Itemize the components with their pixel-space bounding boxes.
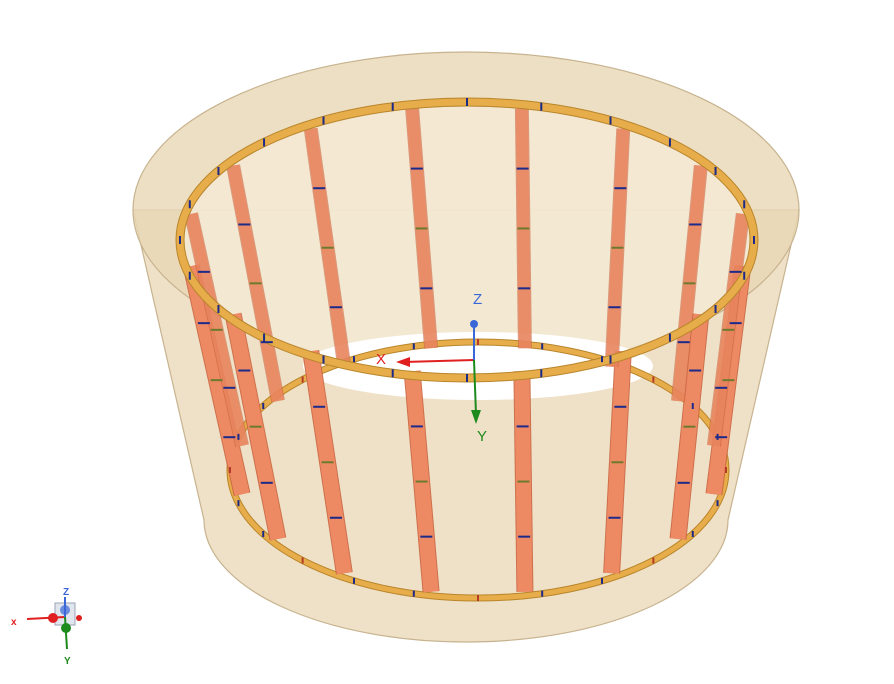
triad-y-ball-icon[interactable] [61, 623, 71, 633]
mesh-tick-marks [179, 98, 755, 601]
csys-y-arrowhead [471, 410, 481, 424]
csys-z-marker [470, 320, 478, 328]
csys-z-label: Z [473, 291, 482, 308]
csys-x-arrowhead [396, 357, 410, 367]
triad-x-ball-icon[interactable] [48, 613, 58, 623]
orientation-triad[interactable]: x Y Z [11, 587, 82, 667]
csys-y-axis [473, 359, 477, 415]
coordinate-system[interactable]: X Y Z [376, 291, 487, 445]
triad-y-label: Y [64, 656, 71, 667]
triad-neg-x-ball-icon[interactable] [76, 615, 82, 621]
triad-x-axis[interactable] [26, 616, 66, 620]
csys-x-axis [403, 359, 475, 363]
triad-z-label: Z [63, 587, 69, 598]
csys-x-label: X [376, 351, 386, 368]
csys-y-label: Y [477, 428, 487, 445]
triad-x-label: x [11, 617, 17, 628]
triad-z-ball-icon[interactable] [60, 605, 70, 615]
